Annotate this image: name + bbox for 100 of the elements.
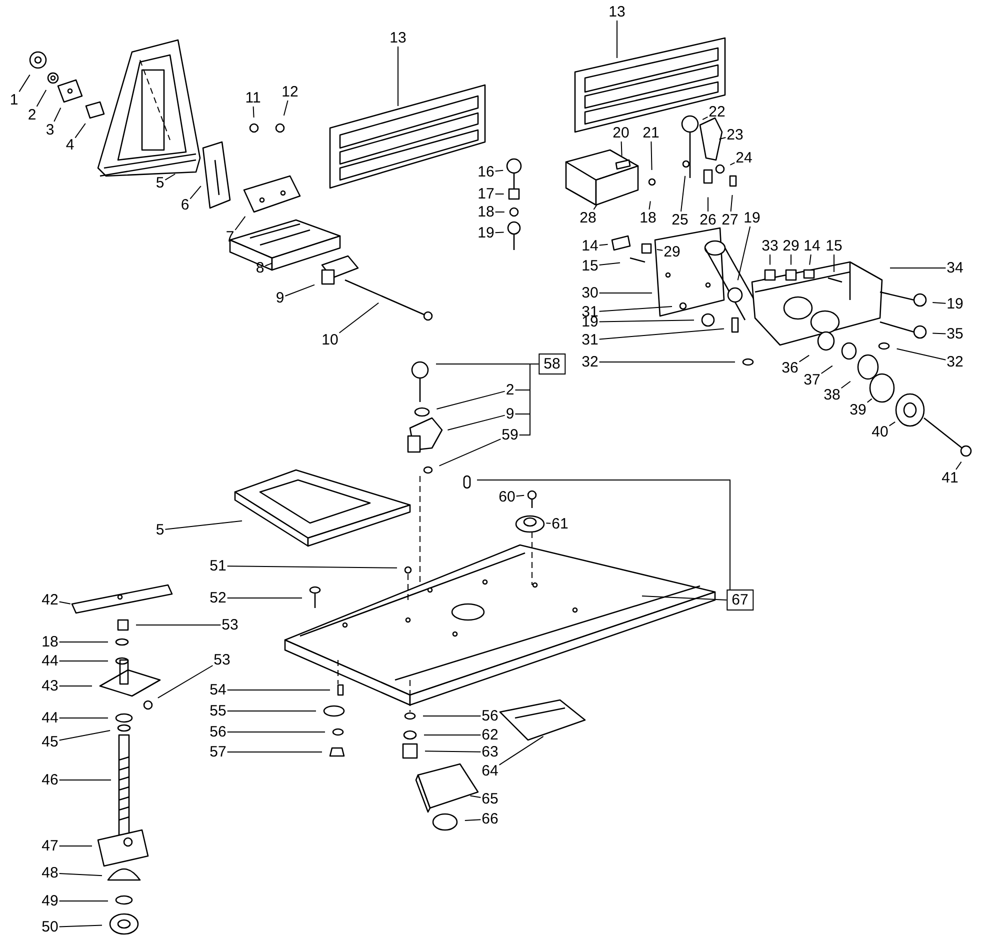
leader-line [820,365,833,374]
callout-number: 25 [670,212,690,228]
callout-number: 55 [208,702,228,720]
leader-line [264,262,272,266]
callout-number: 22 [708,104,726,120]
leader-line [616,20,618,58]
leader-line [702,116,708,120]
callout-number: 44 [40,710,60,726]
callout-number: 35 [946,326,964,342]
callout-number: 63 [480,744,500,760]
leader-line [598,320,694,322]
callout-number: 51 [208,558,228,574]
callout-number: 24 [734,150,754,166]
callout-number: 2 [504,382,516,398]
callout-number: 9 [504,406,516,422]
callout-number: 57 [208,744,228,760]
leader-line [598,262,620,266]
callout-number: 62 [480,726,500,744]
leader-line [226,710,316,712]
leader-line [840,380,851,389]
callout-number: 26 [698,212,718,228]
callout-number: 65 [480,790,500,808]
leader-line [494,232,504,234]
callout-number: 38 [822,386,842,404]
callout-number: 5 [154,522,166,538]
callout-number: 23 [726,126,744,144]
leader-line [164,174,176,180]
leader-line [494,170,504,172]
leader-line [284,284,315,296]
leader-line [74,123,86,138]
callout-number: 32 [946,354,964,370]
callout-number: 52 [208,590,228,606]
leader-line [809,254,812,266]
leader-line [737,226,751,281]
callout-number: 21 [642,124,660,142]
callout-number: 1 [8,92,20,108]
leader-line [438,438,502,466]
callout-number: 3 [44,122,56,138]
callout-number: 31 [580,332,600,348]
callout-number: 11 [244,90,262,106]
leader-line [896,348,946,360]
callout-number: 9 [274,290,286,306]
callout-number: 29 [662,244,682,260]
callout-number: 56 [480,708,500,724]
callout-number: 36 [780,360,800,376]
callout-number: 5 [154,174,166,192]
callout-number: 14 [580,238,600,254]
leader-line [234,216,246,230]
callout-number: 60 [498,488,516,506]
leader-line [464,819,482,821]
leader-line [620,141,622,156]
callout-number: 4 [64,136,76,154]
callout-number: 59 [500,426,520,444]
leader-line [58,660,108,662]
leader-line [424,750,482,752]
callout-number: 18 [40,634,60,650]
callout-number: 34 [946,260,964,276]
callout-number: 46 [40,772,60,788]
callout-number: 44 [40,652,60,670]
callout-number: 49 [40,892,60,910]
leader-line [283,100,288,116]
leader-line [58,601,71,604]
callout-number: 28 [578,210,598,226]
callout-number: 16 [476,164,496,180]
leader-line [546,522,552,524]
callout-number: 10 [320,332,340,348]
callout-number: 15 [580,258,600,274]
callout-number: 66 [480,810,500,828]
leader-line [58,873,102,876]
leader-line [650,141,652,170]
callout-number: 19 [476,224,496,242]
leader-line [190,186,202,200]
leader-line [718,137,726,140]
leader-line [888,421,896,426]
callout-number: 40 [870,424,890,440]
leader-line [164,520,242,530]
leader-line [58,900,108,902]
leader-line [516,494,525,497]
callout-number: 20 [612,124,630,142]
leader-line [798,354,810,362]
callout-number: 47 [40,838,60,854]
callout-number: 50 [40,918,60,936]
leader-line [598,306,672,312]
leader-line [36,90,47,107]
leader-line [498,736,544,766]
leader-line [58,730,111,741]
leader-line [424,734,482,736]
leader-line [598,328,724,340]
callout-number: 54 [208,682,228,698]
leader-line [470,795,482,798]
callout-number: 29 [782,238,800,254]
callout-number: 19 [946,296,964,312]
callout-number: 32 [580,354,600,370]
callout-number: 45 [40,734,60,750]
callout-number: 15 [824,238,844,254]
callout-number: 43 [40,678,60,694]
callout-number: 48 [40,864,60,882]
callout-number: 42 [40,592,60,608]
callout-number: 56 [208,724,228,740]
leader-line [790,254,792,266]
